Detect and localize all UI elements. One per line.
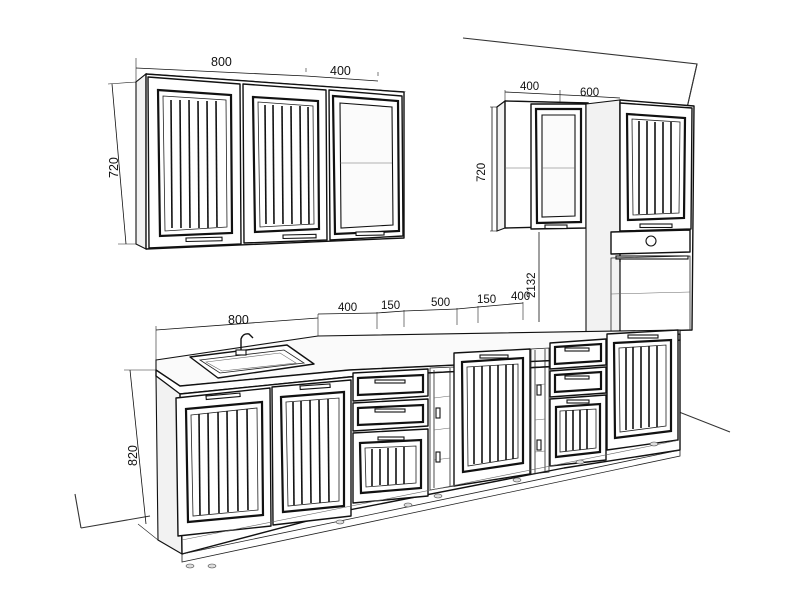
dim-base-5: 400	[511, 291, 530, 303]
dim-upper-left-width: 800	[211, 55, 232, 69]
dim-upper-height: 720	[107, 157, 121, 178]
dim-base-1: 400	[338, 302, 357, 314]
dim-upper-right-width: 400	[520, 81, 539, 93]
dim-upper-mid-width: 400	[330, 64, 351, 78]
upper-right-dimensions: 400 600 720	[476, 81, 621, 232]
dim-base-2: 150	[381, 300, 400, 312]
tall-cabinet	[585, 99, 695, 337]
upper-left-dimensions: 800 400 720	[107, 55, 379, 245]
tall-dimensions: 2132	[526, 232, 540, 322]
door-unit-500	[453, 348, 531, 487]
dim-base-sink-width: 800	[228, 313, 249, 327]
base-top-dimensions: 800 400 150 500 150 400	[155, 291, 530, 360]
dim-tall-width: 600	[580, 87, 599, 99]
upper-right-cabinet	[495, 99, 589, 232]
dim-base-4: 150	[477, 294, 496, 306]
dim-upper-right-height: 720	[476, 163, 488, 182]
bottle-rack-150-b	[530, 347, 550, 475]
base-height-dimension: 820	[124, 369, 159, 541]
drawer-unit-400	[352, 368, 429, 504]
dim-base-3: 500	[431, 297, 450, 309]
upper-left-cabinets	[134, 72, 406, 250]
tall-base-door	[606, 329, 679, 451]
plinth	[181, 439, 681, 569]
sink-base-doors	[175, 379, 352, 537]
drawer-unit-400-right	[549, 338, 607, 467]
dim-base-height: 820	[126, 445, 140, 466]
dim-tall-height: 2132	[526, 272, 538, 298]
